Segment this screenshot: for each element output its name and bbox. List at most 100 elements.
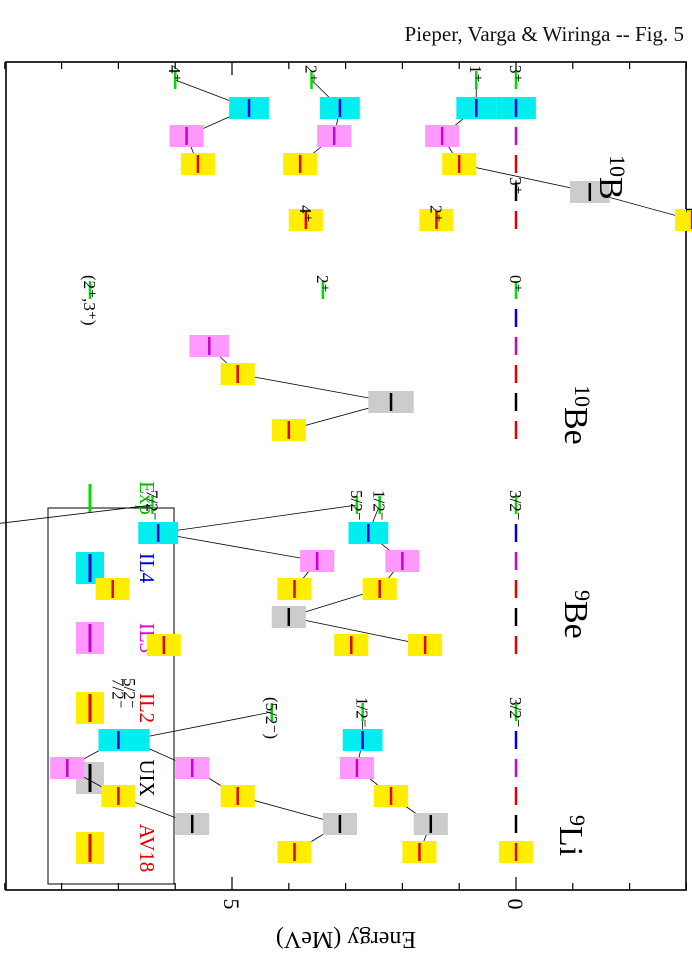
level-line	[514, 815, 518, 833]
level-line	[514, 127, 518, 145]
level-line	[270, 703, 274, 721]
level-line	[429, 815, 433, 833]
legend-label: UIX	[135, 759, 159, 796]
level-label: 7/2⁻	[142, 490, 161, 521]
level-line	[474, 71, 478, 89]
legend-line	[88, 834, 92, 862]
level-line	[514, 155, 518, 173]
level-label: 3/2⁻	[506, 490, 525, 521]
level-label: 4⁺	[165, 65, 184, 82]
legend-label: Exp	[135, 481, 159, 515]
level-label: 1⁺	[466, 65, 485, 82]
connector	[237, 373, 392, 403]
connector	[158, 532, 318, 562]
level-line	[588, 183, 592, 201]
level-label: (2⁺,3⁺)	[80, 275, 99, 326]
level-line	[401, 552, 404, 570]
level-line	[304, 211, 308, 229]
level-line	[378, 496, 381, 514]
level-line	[236, 787, 239, 805]
level-line	[321, 281, 325, 299]
level-line	[293, 843, 296, 861]
level-line	[514, 421, 518, 439]
level-line	[514, 281, 518, 299]
level-label: 5/2⁻	[120, 678, 139, 709]
level-line	[332, 127, 336, 145]
level-line	[162, 636, 166, 654]
level-line	[514, 731, 518, 749]
level-line	[287, 421, 291, 439]
connector	[459, 163, 590, 193]
level-line	[514, 524, 518, 542]
legend-line	[88, 764, 92, 792]
tick-label: 5	[219, 899, 244, 910]
level-line	[298, 155, 302, 173]
level-line	[247, 99, 251, 117]
level-line	[514, 552, 518, 570]
legend-line	[88, 554, 92, 582]
level-label: 3⁺	[506, 177, 525, 194]
level-line	[236, 365, 239, 383]
level-line	[514, 71, 518, 89]
level-line	[367, 524, 370, 542]
level-line	[514, 759, 518, 777]
level-line	[514, 636, 518, 654]
level-line	[514, 309, 518, 327]
level-line	[378, 580, 381, 598]
level-line	[514, 496, 518, 514]
level-line	[117, 787, 120, 805]
level-label: 5/2⁻	[347, 490, 366, 521]
level-line	[173, 71, 177, 89]
level-label: 3/2⁻	[506, 697, 525, 728]
level-line	[355, 496, 359, 514]
level-line	[514, 211, 518, 229]
connector	[158, 504, 358, 534]
level-line	[185, 127, 188, 145]
level-label: 2⁺	[313, 275, 332, 292]
level-label: (5/2⁻)	[262, 697, 281, 739]
level-line	[350, 636, 353, 654]
level-line	[151, 496, 154, 514]
level-line	[361, 703, 364, 721]
level-label: 2⁺	[426, 205, 445, 222]
level-label: 0⁺	[506, 275, 525, 292]
level-line	[293, 580, 296, 598]
level-line	[196, 155, 200, 173]
level-line	[514, 393, 518, 411]
level-label: 1/2⁻	[353, 697, 372, 728]
nucleus-label: 9Li	[552, 815, 590, 856]
level-line	[435, 211, 438, 229]
level-box	[675, 209, 692, 231]
level-line	[514, 843, 518, 861]
level-line	[117, 731, 120, 749]
level-line	[514, 703, 518, 721]
level-line	[156, 524, 160, 542]
level-labels: 3/2⁻1/2⁻(5/2⁻)7/2⁻5/2⁻3/2⁻1/2⁻5/2⁻7/2⁻9/…	[80, 65, 692, 739]
legend: AV18UIXIL2IL3IL4Exp	[76, 481, 159, 872]
level-label: 4⁺	[296, 205, 315, 222]
nucleus-label: 10Be	[557, 385, 595, 445]
level-label: 1/2⁻	[370, 490, 389, 521]
connector	[288, 616, 426, 646]
levels	[50, 71, 692, 863]
level-label: 3⁺	[506, 65, 525, 82]
nucleus-label: 9Be	[557, 590, 595, 639]
level-line	[111, 580, 114, 598]
level-line	[514, 580, 518, 598]
level-line	[361, 731, 364, 749]
level-line	[88, 281, 92, 299]
level-line	[338, 99, 342, 117]
legend-line	[88, 694, 92, 722]
level-line	[389, 787, 393, 805]
level-line	[457, 155, 461, 173]
level-line	[208, 337, 211, 355]
level-line	[514, 99, 518, 117]
tick-label: 0	[503, 899, 528, 910]
connector	[129, 711, 272, 741]
level-line	[389, 393, 393, 411]
level-line	[310, 71, 313, 89]
level-line	[474, 99, 478, 117]
legend-line	[88, 624, 92, 652]
